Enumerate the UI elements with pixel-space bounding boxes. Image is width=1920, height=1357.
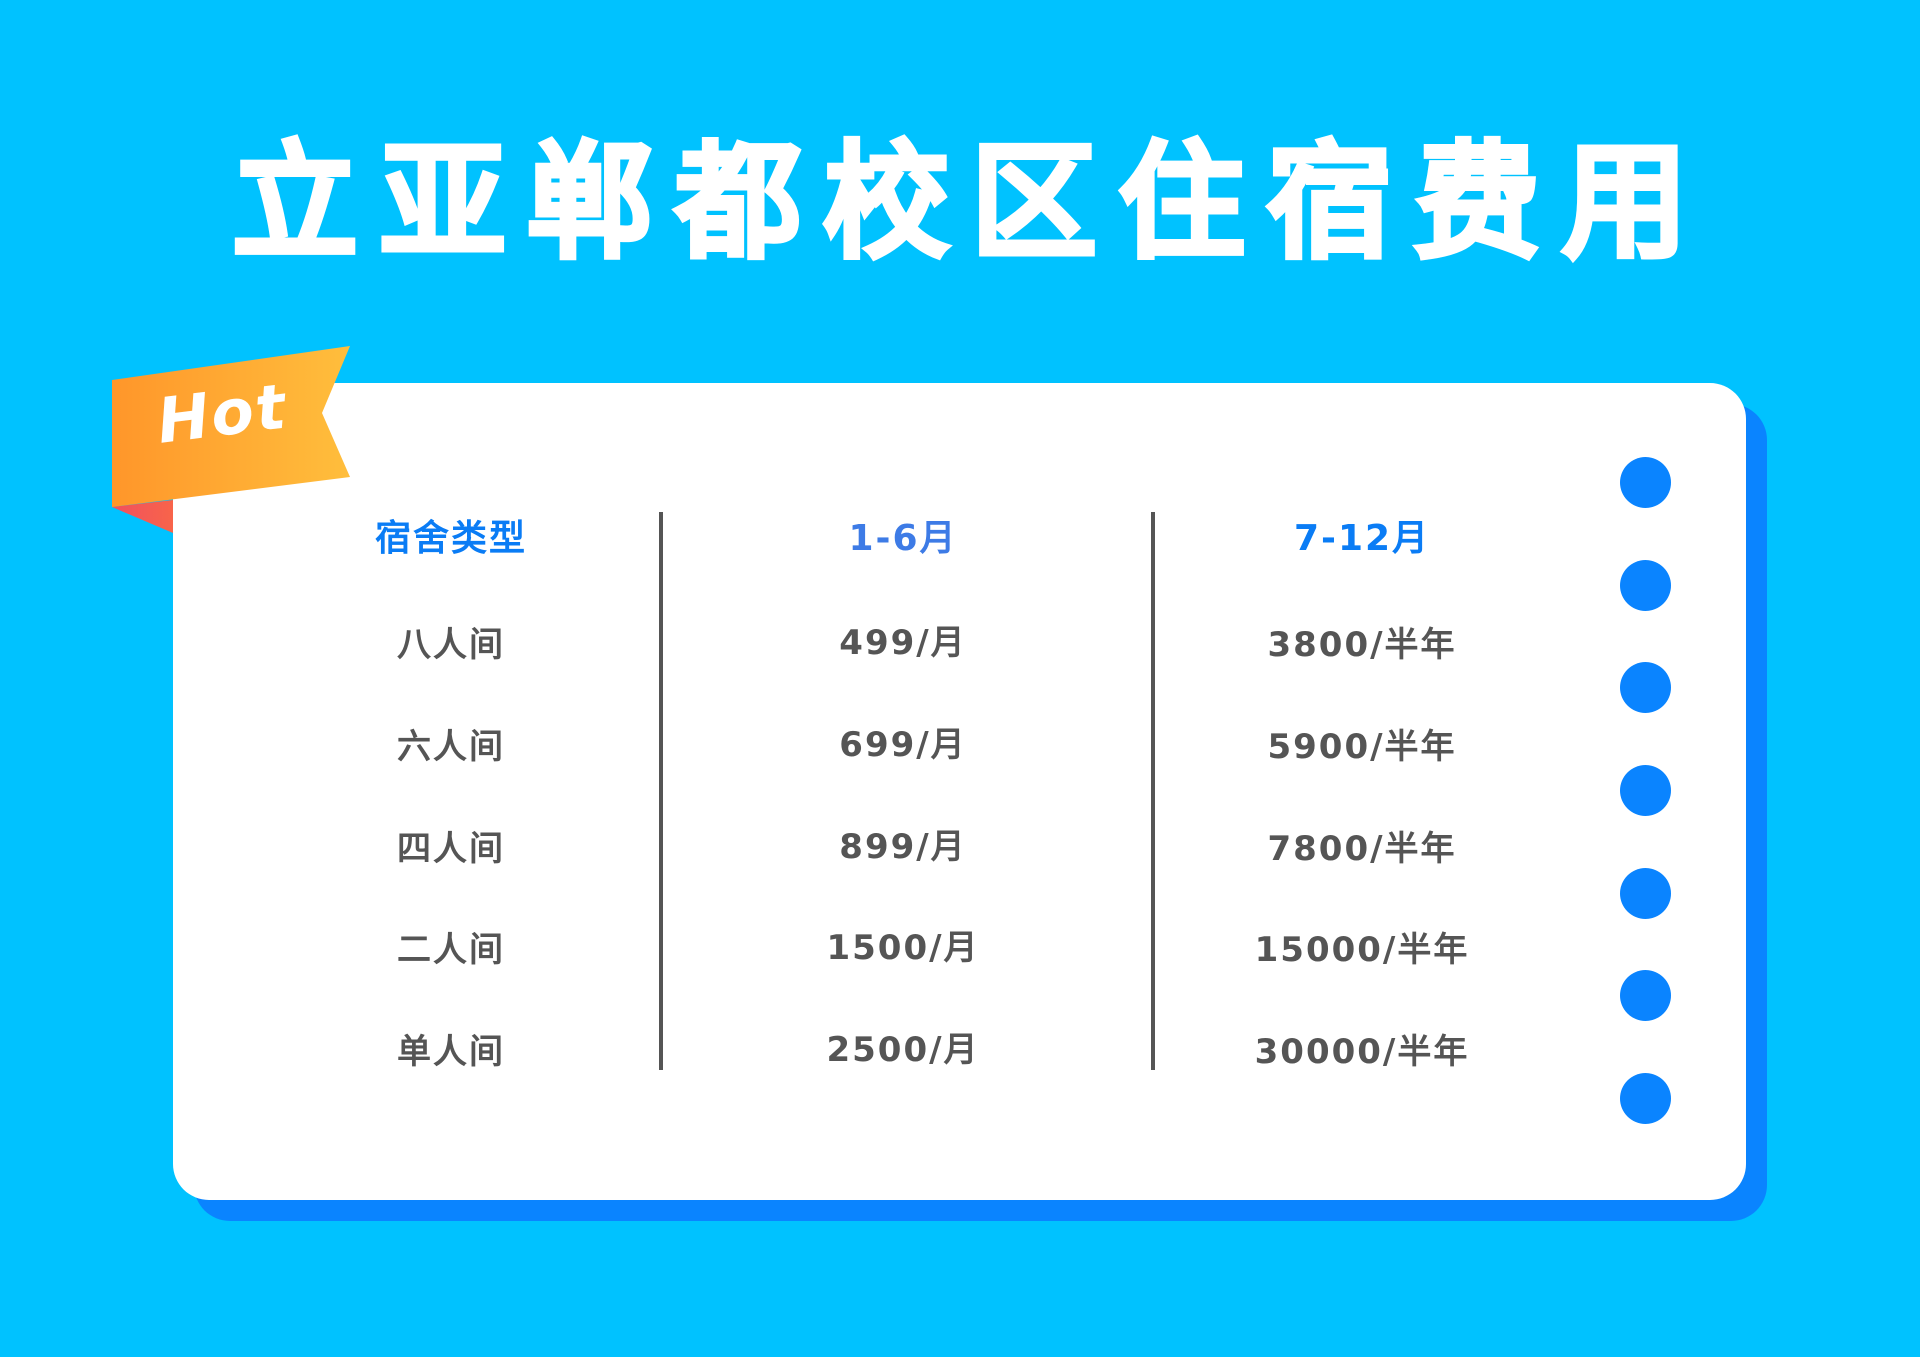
- title-char: 校: [821, 127, 951, 278]
- column-divider: [659, 512, 663, 1070]
- title-char: 费: [1412, 127, 1542, 278]
- hot-badge-label: Hot: [153, 369, 292, 458]
- title-char: 用: [1560, 127, 1690, 278]
- table-row-price-h2: 3800/半年: [1267, 625, 1457, 665]
- table-row-price-h2: 30000/半年: [1254, 1032, 1470, 1072]
- table-row-price-h2: 7800/半年: [1267, 829, 1457, 869]
- header-room-type: 宿舍类型: [374, 518, 527, 559]
- binder-hole-dot-icon: [1620, 970, 1671, 1021]
- table-row-type: 八人间: [397, 625, 505, 665]
- table-row-price-h1: 2500/月: [826, 1030, 980, 1070]
- table-row-price-h1: 699/月: [839, 725, 967, 765]
- table-row-price-h1: 499/月: [839, 623, 967, 663]
- table-row-type: 四人间: [397, 829, 505, 869]
- table-row-price-h1: 1500/月: [826, 928, 980, 968]
- table-row-type: 二人间: [397, 930, 505, 970]
- binder-hole-dot-icon: [1620, 1073, 1671, 1124]
- title-char: 区: [969, 127, 1099, 278]
- title-char: 亚: [378, 127, 508, 278]
- table-row-price-h2: 15000/半年: [1254, 930, 1470, 970]
- table-row-price-h2: 5900/半年: [1267, 727, 1457, 767]
- binder-hole-dot-icon: [1620, 560, 1671, 611]
- column-divider: [1151, 512, 1155, 1070]
- price-card: [173, 383, 1746, 1200]
- header-second-half: 7-12月: [1293, 518, 1431, 559]
- hot-ribbon-icon: [112, 346, 350, 533]
- binder-hole-dot-icon: [1620, 765, 1671, 816]
- binder-hole-dot-icon: [1620, 662, 1671, 713]
- title-char: 都: [673, 127, 803, 278]
- title-char: 立: [230, 127, 360, 278]
- table-row-type: 六人间: [397, 727, 505, 767]
- title-char: 郸: [526, 127, 656, 278]
- title-char: 宿: [1264, 127, 1394, 278]
- binder-hole-dot-icon: [1620, 457, 1671, 508]
- binder-hole-dot-icon: [1620, 868, 1671, 919]
- table-row-price-h1: 899/月: [839, 827, 967, 867]
- header-first-half: 1-6月: [848, 518, 958, 559]
- title-char: 住: [1117, 127, 1247, 278]
- table-row-type: 单人间: [397, 1032, 505, 1072]
- page-title: 立 亚 郸 都 校 区 住 宿 费 用: [230, 127, 1690, 278]
